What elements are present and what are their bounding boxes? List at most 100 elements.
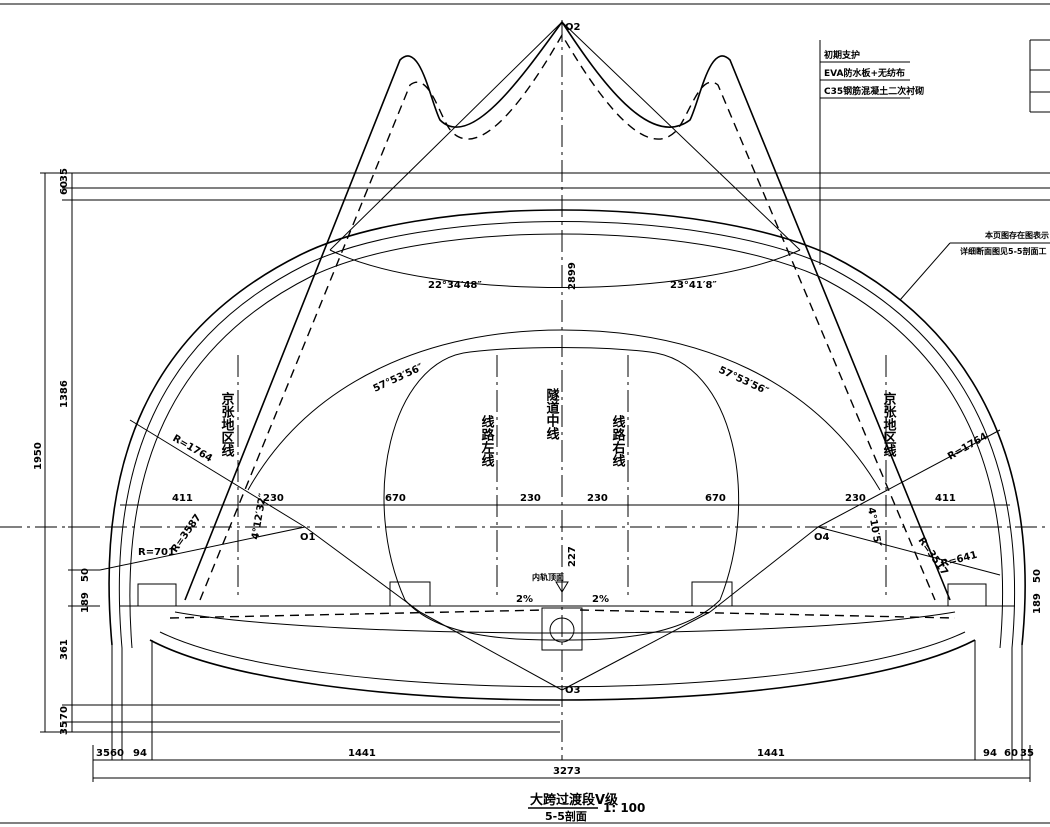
top-dimension-row: 411 230 670 230 230 670 230 411 — [172, 493, 956, 504]
inner-arc — [247, 329, 881, 491]
dim-right-50: 50 — [1032, 569, 1043, 583]
angle-label-right-top: 23°41′8″ — [670, 280, 717, 291]
dim-bottom-60-left: 60 — [110, 748, 124, 759]
slope-right — [579, 609, 956, 619]
label-tunnel-center: 隧道中线 — [544, 387, 560, 441]
dim-top-411-left: 411 — [172, 493, 193, 504]
top-arc — [329, 249, 801, 288]
layer-callout: 初期支护 EVA防水板+无纺布 C35钢筋混凝土二次衬砌 — [819, 40, 924, 265]
leader-note-1: 本页图存在图表示 — [984, 230, 1049, 240]
radius-label-right-mid: R=3517 — [916, 535, 950, 577]
radius-label-right-upper: R=1764 — [946, 431, 990, 463]
slope-label-left: 2% — [516, 594, 533, 605]
leader-note-2: 详细断面图见5-5剖面工 — [960, 246, 1046, 256]
label-left-track: 线路左线 — [479, 414, 495, 468]
dim-top-230-c: 230 — [587, 493, 608, 504]
layer-2: EVA防水板+无纺布 — [824, 67, 905, 79]
dim-top-411-right: 411 — [935, 493, 956, 504]
label-left-outer-line: 京张地区线 — [219, 391, 235, 458]
title-main: 大跨过渡段V级 — [530, 792, 619, 808]
title-table-edge — [1029, 39, 1050, 113]
angle-label-right-inner: 57°53′56″ — [717, 365, 771, 398]
dim-top-230-d: 230 — [845, 493, 866, 504]
dim-center-2899: 2899 — [567, 262, 578, 290]
node-o3: O3 — [565, 685, 581, 696]
leader-line — [899, 242, 951, 301]
dim-left-60: 60 — [59, 181, 70, 195]
dim-bottom-35-right: 35 — [1020, 748, 1034, 759]
radius-left-upper — [129, 419, 306, 528]
dim-right-189: 189 — [1032, 593, 1043, 614]
dim-left-70: 70 — [59, 706, 70, 720]
dim-top-670-left: 670 — [385, 493, 406, 504]
invert-inner — [159, 631, 966, 688]
angle-label-left-top: 22°34′48″ — [428, 280, 482, 291]
envelope-solid — [184, 20, 951, 601]
node-o1: O1 — [300, 532, 316, 543]
radius-left-inner — [304, 526, 421, 613]
dim-left-361: 361 — [59, 639, 70, 660]
bottom-dimensions: 35 60 94 1441 1441 94 60 35 3273 — [92, 745, 1034, 782]
title-scale: 1: 100 — [603, 801, 645, 815]
radius-right-upper — [817, 429, 1001, 528]
track-details — [120, 581, 1015, 651]
left-edge-trough — [137, 583, 177, 607]
label-right-outer-line: 京张地区线 — [881, 391, 897, 458]
dim-left-50: 50 — [80, 568, 91, 582]
label-right-track: 线路右线 — [610, 414, 627, 468]
center-drain-pipe — [549, 617, 575, 643]
load-envelope — [184, 20, 951, 601]
node-o4: O4 — [814, 532, 830, 543]
center-drain-box — [541, 607, 583, 651]
radius-right-lower — [817, 526, 1001, 576]
lining-inner-edge — [129, 233, 1004, 649]
dim-bottom-1441-left: 1441 — [348, 748, 376, 759]
leader-note: 本页图存在图表示 详细断面图见5-5剖面工 — [899, 230, 1050, 301]
slope-left — [169, 609, 546, 619]
dim-left-1950: 1950 — [33, 442, 44, 470]
arc-annotations: 22°34′48″ 23°41′8″ 57°53′56″ 57°53′56″ R… — [138, 280, 990, 578]
title-sub: 5-5剖面 — [545, 809, 587, 823]
angle-label-left-inner: 57°53′56″ — [372, 362, 426, 395]
invert-outer — [149, 639, 976, 701]
dim-bottom-94-left: 94 — [133, 748, 147, 759]
dim-bottom-35-left: 35 — [96, 748, 110, 759]
dim-left-1386: 1386 — [59, 380, 70, 408]
node-o2: O2 — [565, 22, 581, 33]
radius-center-right — [561, 611, 711, 691]
dim-top-230-a: 230 — [263, 493, 284, 504]
dim-left-35: 35 — [59, 168, 70, 182]
dim-total-3273: 3273 — [553, 766, 581, 777]
small-angle-left: 4°12′32″ — [250, 492, 269, 541]
slope-label-right: 2% — [592, 594, 609, 605]
clearance-bulb — [383, 347, 740, 641]
dim-top-670-right: 670 — [705, 493, 726, 504]
radius-top-right — [561, 21, 801, 251]
left-dimensions: 60 35 1386 1950 50 189 361 70 35 — [33, 168, 100, 735]
rail-top-label: 内轨顶面 — [532, 572, 564, 582]
dim-top-230-b: 230 — [520, 493, 541, 504]
dim-bottom-1441-right: 1441 — [757, 748, 785, 759]
radius-label-left-lower: R=701 — [138, 547, 175, 558]
invert-top — [174, 611, 956, 634]
right-track-bed — [691, 581, 733, 607]
rail-top-marker — [555, 581, 569, 593]
right-edge-trough — [947, 583, 987, 607]
radius-left-lower — [99, 526, 306, 571]
lining-middle-edge — [118, 221, 1015, 649]
dim-center-227: 227 — [567, 546, 578, 567]
layer-3: C35钢筋混凝土二次衬砌 — [824, 85, 924, 97]
envelope-dashed — [199, 33, 936, 601]
radius-center-left — [419, 611, 563, 691]
drawing-title: 大跨过渡段V级 5-5剖面 1: 100 — [528, 792, 645, 823]
radius-right-inner — [709, 526, 819, 613]
radius-top-left — [329, 21, 563, 251]
dim-bottom-60-right: 60 — [1004, 748, 1018, 759]
dim-left-189: 189 — [80, 592, 91, 613]
radius-label-left-mid: R=3587 — [169, 512, 203, 554]
layer-1: 初期支护 — [824, 49, 860, 61]
radial-lines — [99, 21, 1001, 691]
dim-bottom-94-right: 94 — [983, 748, 997, 759]
lining-outer-edge — [108, 209, 1026, 646]
